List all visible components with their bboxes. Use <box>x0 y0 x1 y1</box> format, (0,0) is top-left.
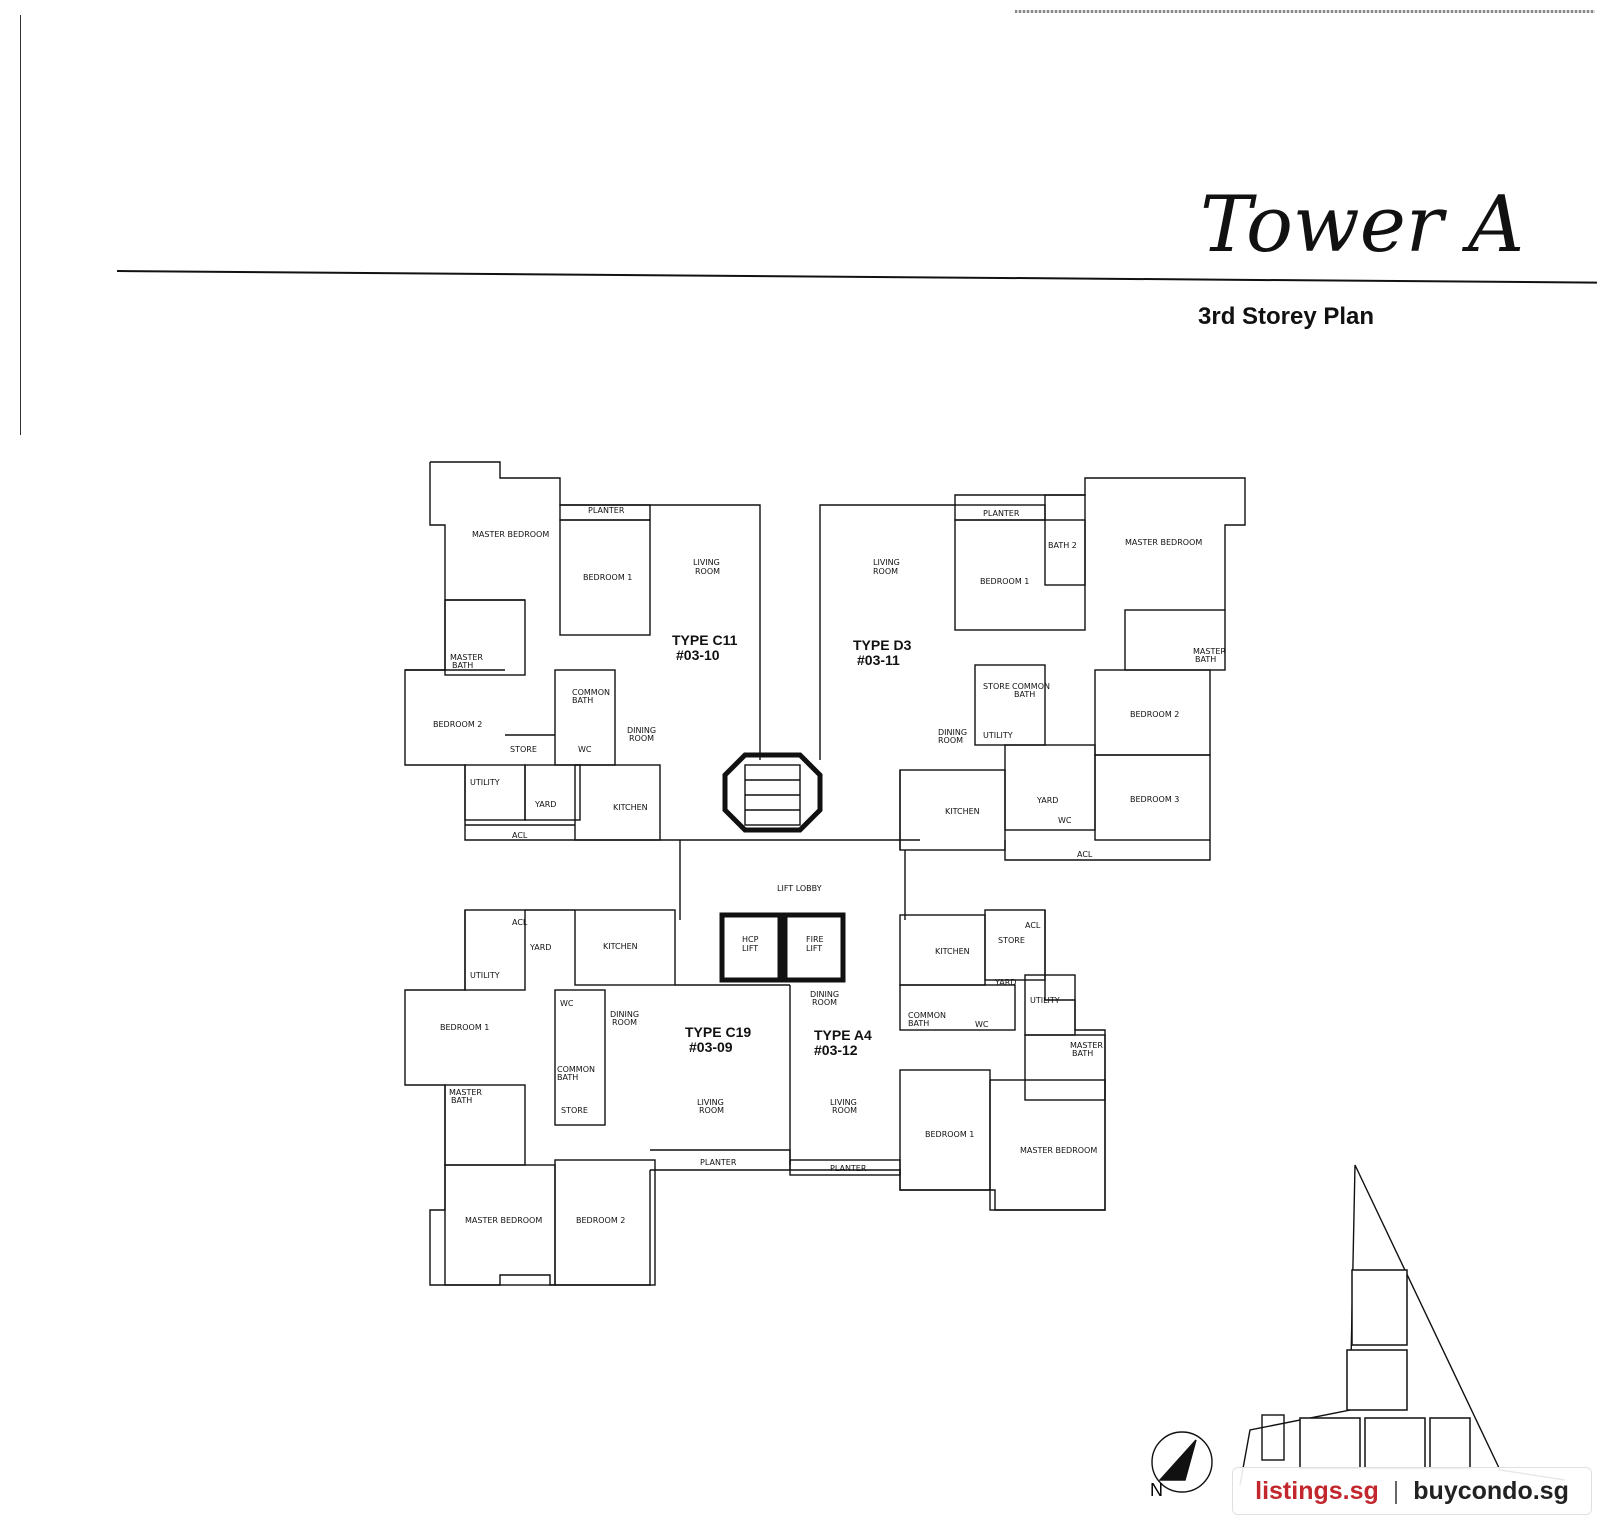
watermark-right[interactable]: buycondo.sg <box>1413 1476 1569 1505</box>
room-master-bedroom: MASTER BEDROOM <box>472 530 549 539</box>
room-bedroom-1: BEDROOM 1 <box>925 1130 974 1139</box>
room-master-bedroom: MASTER BEDROOM <box>1020 1146 1097 1155</box>
room-master-bath-1: MASTER <box>1070 1041 1103 1050</box>
room-dining-1: DINING <box>627 726 656 735</box>
room-common-bath-2: BATH <box>557 1073 578 1082</box>
room-dining-1: DINING <box>610 1010 639 1019</box>
room-kitchen: KITCHEN <box>613 803 648 812</box>
unit-number-c19: #03-09 <box>689 1039 733 1055</box>
room-living-2: ROOM <box>832 1106 857 1115</box>
room-planter: PLANTER <box>700 1158 737 1167</box>
room-kitchen: KITCHEN <box>603 942 638 951</box>
site-blocks <box>1299 1269 1471 1469</box>
top-border <box>1015 10 1595 13</box>
room-kitchen: KITCHEN <box>945 807 980 816</box>
room-bedroom-1: BEDROOM 1 <box>583 573 632 582</box>
room-yard: YARD <box>1036 796 1058 805</box>
room-wc: WC <box>560 999 574 1008</box>
compass-north-label: N <box>1150 1480 1163 1500</box>
room-master-bath-1: MASTER <box>1193 647 1226 656</box>
room-wc: WC <box>578 745 592 754</box>
room-common-bath-1: COMMON <box>572 688 610 697</box>
room-master-bath-1: MASTER <box>450 653 483 662</box>
room-acl: ACL <box>1077 850 1093 859</box>
room-utility: UTILITY <box>1030 996 1060 1005</box>
room-living-1: LIVING <box>697 1098 724 1107</box>
room-yard: YARD <box>534 800 556 809</box>
room-utility: UTILITY <box>470 778 500 787</box>
room-living-2: ROOM <box>873 567 898 576</box>
room-bedroom-3: BEDROOM 3 <box>1130 795 1179 804</box>
room-kitchen: KITCHEN <box>935 947 970 956</box>
room-bedroom-1: BEDROOM 1 <box>980 577 1029 586</box>
room-master-bath-2: BATH <box>1072 1049 1093 1058</box>
room-dining-2: ROOM <box>812 998 837 1007</box>
room-master-bedroom: MASTER BEDROOM <box>465 1216 542 1225</box>
room-common-bath-2: BATH <box>908 1019 929 1028</box>
watermark-left[interactable]: listings.sg <box>1255 1476 1379 1505</box>
room-living-1: LIVING <box>693 558 720 567</box>
room-yard: YARD <box>994 978 1016 987</box>
room-fire-lift-1: FIRE <box>806 935 824 944</box>
room-master-bath-2: BATH <box>452 661 473 670</box>
margin-line <box>20 15 21 435</box>
room-hcp-lift-2: LIFT <box>742 944 758 953</box>
room-dining-1: DINING <box>810 990 839 999</box>
room-bedroom-2: BEDROOM 2 <box>1130 710 1179 719</box>
room-bedroom-1: BEDROOM 1 <box>440 1023 489 1032</box>
room-dining-2: ROOM <box>612 1018 637 1027</box>
room-dining-1: DINING <box>938 728 967 737</box>
page-subtitle: 3rd Storey Plan <box>1198 303 1375 330</box>
unit-type-a4: TYPE A4 <box>814 1027 872 1043</box>
room-master-bedroom: MASTER BEDROOM <box>1125 538 1202 547</box>
room-acl: ACL <box>1025 921 1041 930</box>
room-planter: PLANTER <box>983 509 1020 518</box>
unit-type-d3: TYPE D3 <box>853 637 912 653</box>
watermark[interactable]: listings.sg | buycondo.sg <box>1232 1467 1592 1515</box>
room-fire-lift-2: LIFT <box>806 944 822 953</box>
room-planter: PLANTER <box>588 506 625 515</box>
room-wc: WC <box>1058 816 1072 825</box>
unit-number-a4: #03-12 <box>814 1042 858 1058</box>
room-acl: ACL <box>512 831 528 840</box>
room-bath-2: BATH 2 <box>1048 541 1077 550</box>
room-store: STORE <box>561 1106 588 1115</box>
room-living-2: ROOM <box>695 567 720 576</box>
page-title: Tower A <box>1200 180 1525 270</box>
room-bedroom-2: BEDROOM 2 <box>576 1216 625 1225</box>
room-store: STORE <box>510 745 537 754</box>
room-common-bath-2: BATH <box>572 696 593 705</box>
room-living-2: ROOM <box>699 1106 724 1115</box>
unit-number-d3: #03-11 <box>857 652 900 668</box>
room-master-bath-1: MASTER <box>449 1088 482 1097</box>
room-bedroom-2: BEDROOM 2 <box>433 720 482 729</box>
room-planter: PLANTER <box>830 1164 867 1173</box>
unit-type-c19: TYPE C19 <box>685 1024 751 1040</box>
room-common-bath-1: COMMON <box>908 1011 946 1020</box>
room-dining-2: ROOM <box>938 736 963 745</box>
room-utility: UTILITY <box>983 731 1013 740</box>
room-hcp-lift-1: HCP <box>742 935 759 944</box>
room-master-bath-2: BATH <box>1195 655 1216 664</box>
room-common-bath-1: COMMON <box>1012 682 1050 691</box>
room-acl: ACL <box>512 918 528 927</box>
room-common-bath-2: BATH <box>1014 690 1035 699</box>
room-utility: UTILITY <box>470 971 500 980</box>
unit-number-c11: #03-10 <box>676 647 720 663</box>
room-dining-2: ROOM <box>629 734 654 743</box>
room-living-1: LIVING <box>830 1098 857 1107</box>
room-store: STORE <box>998 936 1025 945</box>
room-wc: WC <box>975 1020 989 1029</box>
room-lift-lobby: LIFT LOBBY <box>777 884 822 893</box>
unit-type-c11: TYPE C11 <box>672 632 738 648</box>
plan-walls <box>404 461 1566 1493</box>
room-living-1: LIVING <box>873 558 900 567</box>
room-yard: YARD <box>529 943 551 952</box>
room-master-bath-2: BATH <box>451 1096 472 1105</box>
watermark-separator: | <box>1392 1476 1400 1505</box>
room-store: STORE <box>983 682 1010 691</box>
room-common-bath-1: COMMON <box>557 1065 595 1074</box>
